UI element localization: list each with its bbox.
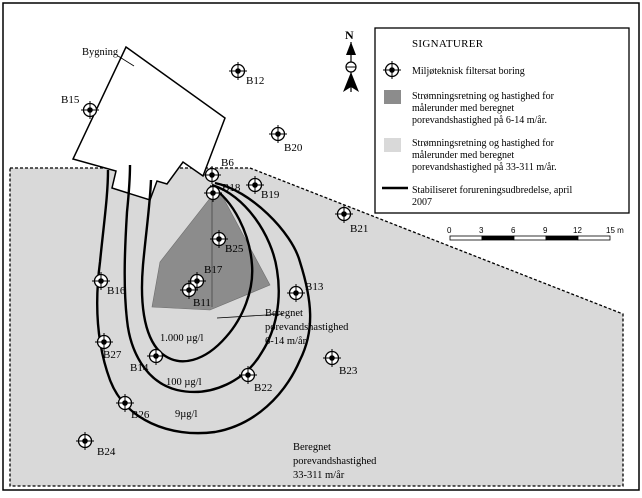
boring-B19[interactable]: B19 <box>245 175 280 201</box>
building <box>71 45 226 201</box>
scale-tick-6: 6 <box>511 226 516 235</box>
boring-B25[interactable]: B25 <box>209 229 244 255</box>
svg-text:B26: B26 <box>131 409 150 421</box>
scale-tick-9: 9 <box>543 226 548 235</box>
svg-text:B21: B21 <box>350 223 368 235</box>
svg-text:B27: B27 <box>103 349 122 361</box>
svg-text:B18: B18 <box>222 182 241 194</box>
legend-title: SIGNATURER <box>412 38 484 50</box>
svg-text:B20: B20 <box>284 142 303 154</box>
boring-B11[interactable]: B11 <box>179 280 211 309</box>
legend: SIGNATURER Miljøteknisk filtersat boring… <box>374 27 630 214</box>
legend-item-line: Stabiliseret forureningsudbredelse, apri… <box>412 185 575 208</box>
north-arrow-icon: N <box>343 28 359 92</box>
scale-tick-15: 15 m <box>606 226 624 235</box>
north-label: N <box>345 28 354 42</box>
boring-B6[interactable]: B6 <box>202 157 234 185</box>
contour-9-line <box>96 169 312 435</box>
light-flow-area <box>9 167 624 487</box>
svg-text:B19: B19 <box>261 189 280 201</box>
svg-text:B17: B17 <box>204 264 223 276</box>
boring-B15[interactable]: B15 <box>61 94 100 120</box>
dark-flow-area <box>151 187 271 311</box>
boring-B23[interactable]: B23 <box>322 348 358 377</box>
contour-1000-label: 1.000 µg/l <box>160 333 203 344</box>
svg-text:B25: B25 <box>225 243 244 255</box>
velocity-label-dark: Beregnet porevandshastighed 6-14 m/år <box>265 308 351 347</box>
contour-1000-line <box>140 179 254 363</box>
scale-tick-0: 0 <box>447 226 452 235</box>
scale-tick-12: 12 <box>573 226 582 235</box>
scale-bar: 0 3 6 9 12 15 m <box>447 226 624 241</box>
svg-text:B6: B6 <box>221 157 234 169</box>
legend-item-light: Strømningsretning og hastighed for måler… <box>412 138 557 173</box>
boring-B16[interactable]: B16 <box>91 271 126 297</box>
svg-text:B14: B14 <box>130 362 149 374</box>
svg-text:B22: B22 <box>254 382 272 394</box>
svg-text:B13: B13 <box>305 281 324 293</box>
boring-B13[interactable]: B13 <box>286 281 324 303</box>
legend-item-dark: Strømningsretning og hastighed for måler… <box>412 91 556 126</box>
svg-text:B15: B15 <box>61 94 80 106</box>
boring-B22[interactable]: B22 <box>238 365 272 394</box>
building-leader <box>117 55 135 67</box>
velocity-label-light: Beregnet porevandshastighed 33-311 m/år <box>293 442 379 481</box>
scale-tick-3: 3 <box>479 226 484 235</box>
boring-B14[interactable]: B14 <box>130 346 166 374</box>
contour-100-line <box>123 164 280 394</box>
boring-B20[interactable]: B20 <box>268 124 303 154</box>
legend-dark-swatch <box>384 90 401 104</box>
building-label: Bygning <box>82 47 119 58</box>
svg-text:B12: B12 <box>246 75 264 87</box>
boring-B12[interactable]: B12 <box>228 61 264 87</box>
svg-text:B16: B16 <box>107 285 126 297</box>
contour-9-label: 9µg/l <box>175 409 197 420</box>
boring-B17[interactable]: B17 <box>187 264 223 291</box>
boring-B21[interactable]: B21 <box>334 204 368 235</box>
legend-item-boring: Miljøteknisk filtersat boring <box>412 66 525 77</box>
contour-100-label: 100 µg/l <box>166 377 202 388</box>
svg-text:B23: B23 <box>339 365 358 377</box>
legend-light-swatch <box>384 138 401 152</box>
svg-text:B11: B11 <box>193 297 211 309</box>
map-frame <box>2 2 640 491</box>
velocity-leader <box>216 313 284 319</box>
boring-B24[interactable]: B24 <box>75 431 116 458</box>
boring-B18[interactable]: B18 <box>203 182 241 203</box>
svg-text:B24: B24 <box>97 446 116 458</box>
boring-B27[interactable]: B27 <box>94 332 122 361</box>
boring-B26[interactable]: B26 <box>115 393 150 421</box>
